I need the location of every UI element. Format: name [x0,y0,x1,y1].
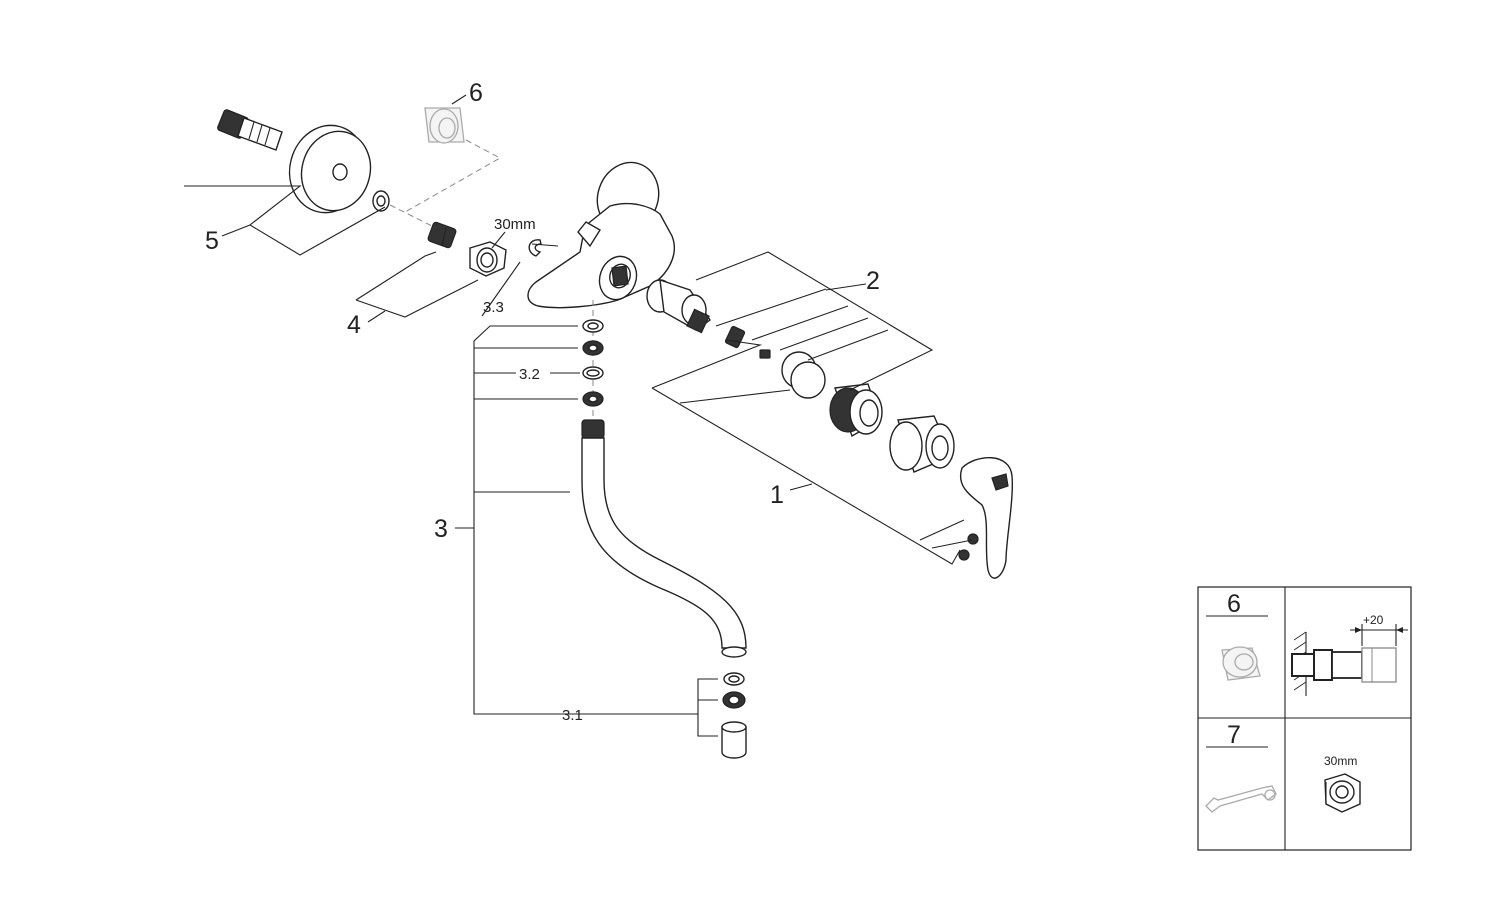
nut-size-label: 30mm [494,216,536,233]
wrench-icon [1205,785,1277,813]
callout-3-2: 3.2 [519,366,540,383]
o-ring-pair [781,351,826,399]
leader-4 [355,251,437,301]
handle-screws [958,533,979,561]
extension-dim-label: +20 [1363,613,1384,627]
cap-sleeve [889,415,955,473]
legend-table: 6 [1197,586,1412,851]
lever-handle [959,456,1014,579]
legend-extension-icon [1221,646,1261,681]
seal-stack [582,319,604,407]
leader-2 [695,251,934,391]
eccentric-fitting [427,221,457,249]
stem-adapter [724,325,771,359]
legend-nut-icon [1324,773,1361,813]
leader-1 [651,339,973,565]
flange-washer [372,190,390,212]
aerator-set [721,672,747,759]
legend-nut-size: 30mm [1324,754,1357,768]
s-union-connector [217,109,283,151]
callout-4: 4 [347,311,361,339]
retaining-clip [528,239,542,257]
mixer-body [527,161,675,309]
callout-3-1: 3.1 [562,707,583,724]
callout-1: 1 [770,481,784,509]
legend-6-number: 6 [1227,590,1241,618]
callout-3-3: 3.3 [483,299,504,316]
callout-6: 6 [469,79,483,107]
callout-5: 5 [205,227,219,255]
hex-nut [469,241,507,277]
callout-3: 3 [434,515,448,543]
leader-3 [455,325,718,737]
legend-7-number: 7 [1227,721,1241,749]
threaded-sleeve [829,383,883,438]
callout-2: 2 [866,267,880,295]
cartridge [646,278,711,334]
extension-dimension-sketch: +20 [1291,613,1408,696]
extension-piece [424,107,465,144]
swivel-spout [581,419,747,658]
wall-flange-rosette [288,124,372,214]
